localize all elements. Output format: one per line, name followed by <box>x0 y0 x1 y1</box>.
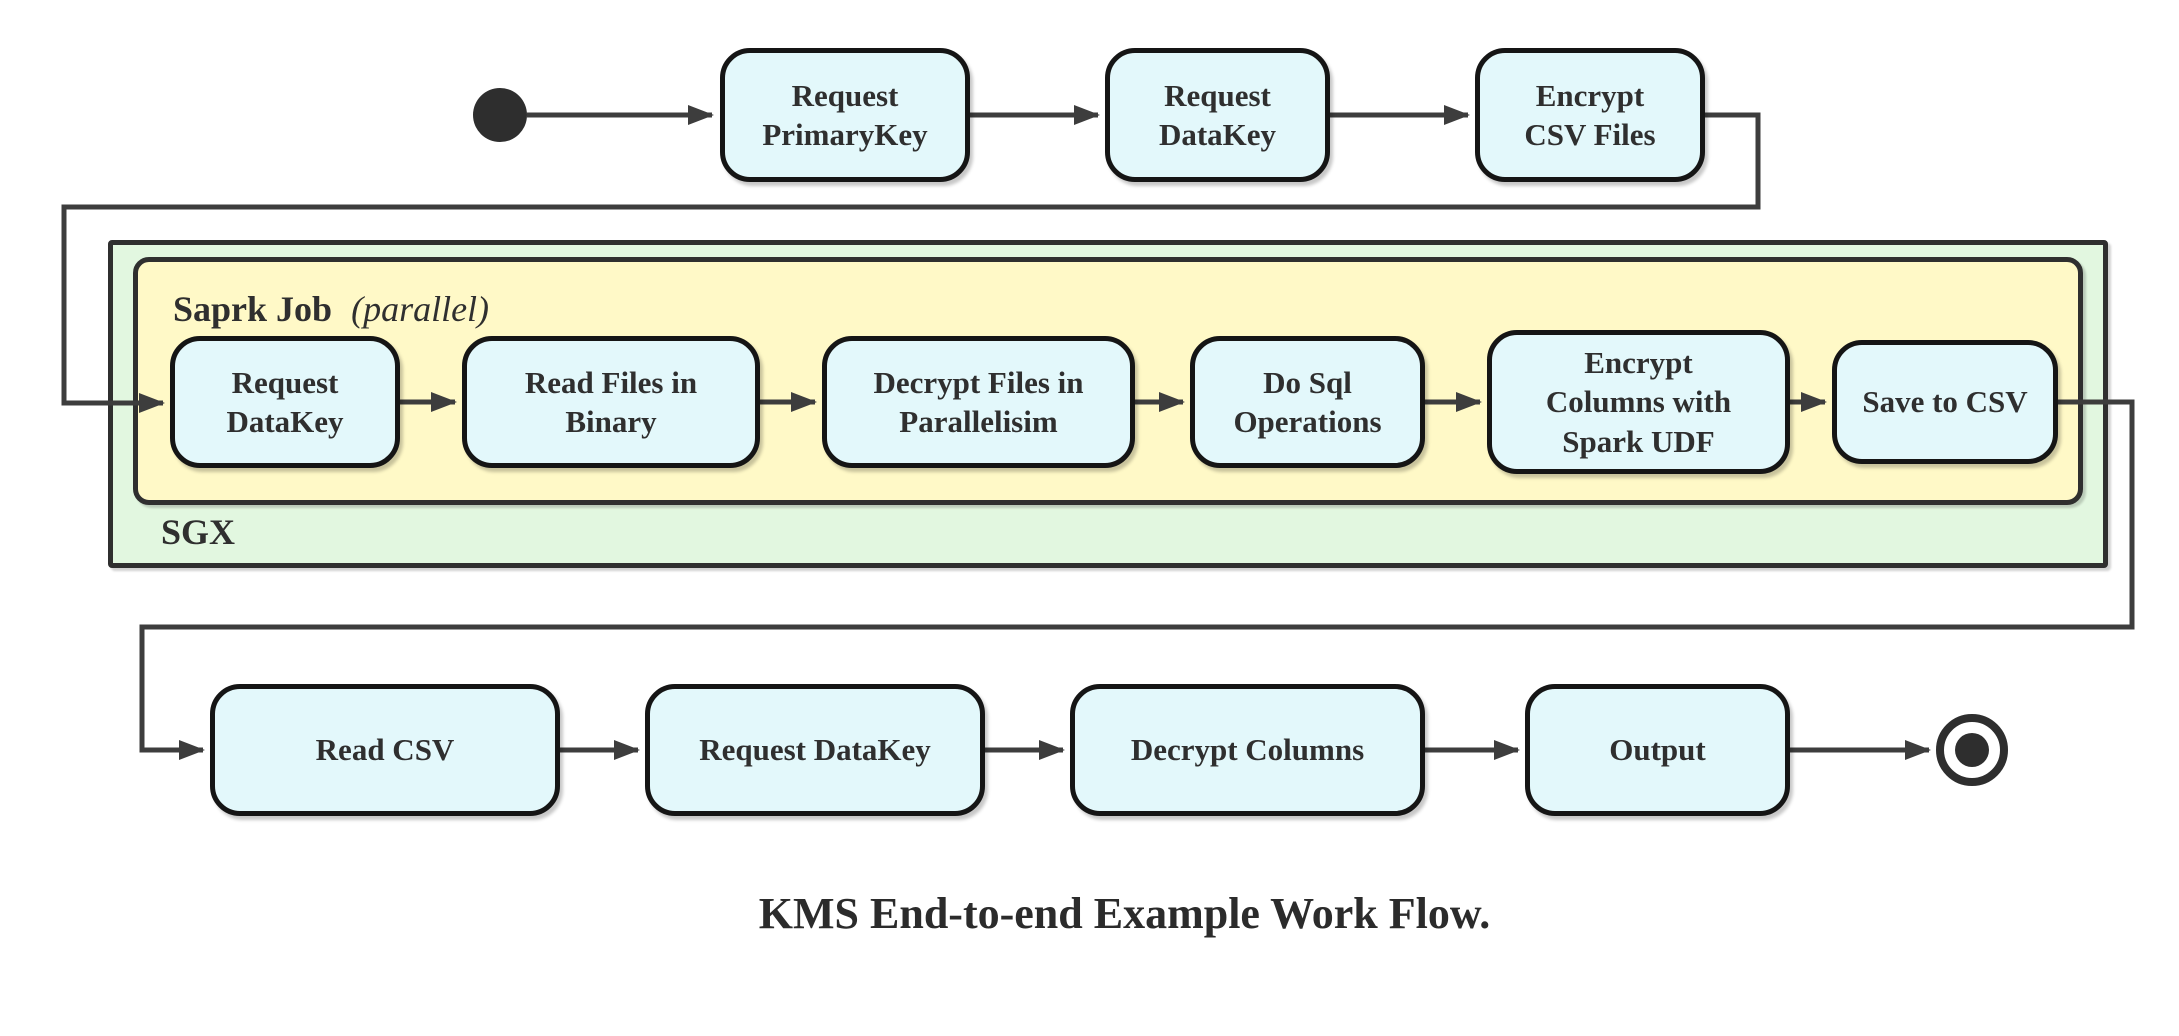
activity-do-sql-operations: Do Sql Operations <box>1190 336 1425 468</box>
activity-request-primarykey: Request PrimaryKey <box>720 48 970 182</box>
end-node <box>1936 714 2008 786</box>
activity-request-datakey-top: Request DataKey <box>1105 48 1330 182</box>
activity-label: Encrypt CSV Files <box>1524 77 1656 152</box>
activity-decrypt-files-parallelism: Decrypt Files in Parallelisim <box>822 336 1135 468</box>
spark-job-title-text: Saprk Job <box>173 289 333 329</box>
activity-label: Do Sql Operations <box>1233 364 1382 439</box>
activity-label: Request DataKey <box>1158 77 1277 152</box>
spark-job-title: Saprk Job (parallel) <box>173 288 489 330</box>
activity-label: Decrypt Files in Parallelisim <box>873 364 1084 439</box>
end-node-dot <box>1955 733 1989 767</box>
activity-encrypt-columns-spark-udf: Encrypt Columns with Spark UDF <box>1487 330 1790 474</box>
activity-label: Encrypt Columns with Spark UDF <box>1545 345 1732 459</box>
activity-label: Decrypt Columns <box>1130 732 1365 768</box>
activity-output: Output <box>1525 684 1790 816</box>
activity-read-csv: Read CSV <box>210 684 560 816</box>
activity-label: Request DataKey <box>226 364 344 439</box>
activity-label: Read Files in Binary <box>524 364 698 439</box>
start-node <box>473 88 527 142</box>
sgx-label: SGX <box>161 512 236 552</box>
activity-decrypt-columns: Decrypt Columns <box>1070 684 1425 816</box>
diagram-caption: KMS End-to-end Example Work Flow. <box>758 889 1491 938</box>
activity-label: Read CSV <box>315 732 455 768</box>
activity-save-to-csv: Save to CSV <box>1832 340 2058 464</box>
activity-label: Save to CSV <box>1862 384 2028 420</box>
activity-label: Request DataKey <box>699 732 931 768</box>
activity-request-datakey-bottom: Request DataKey <box>645 684 985 816</box>
spark-job-qualifier: (parallel) <box>351 289 490 329</box>
activity-spark-request-datakey: Request DataKey <box>170 336 400 468</box>
activity-label: Request PrimaryKey <box>762 77 928 152</box>
activity-read-files-binary: Read Files in Binary <box>462 336 760 468</box>
activity-label: Output <box>1609 732 1706 768</box>
activity-encrypt-csv-files: Encrypt CSV Files <box>1475 48 1705 182</box>
